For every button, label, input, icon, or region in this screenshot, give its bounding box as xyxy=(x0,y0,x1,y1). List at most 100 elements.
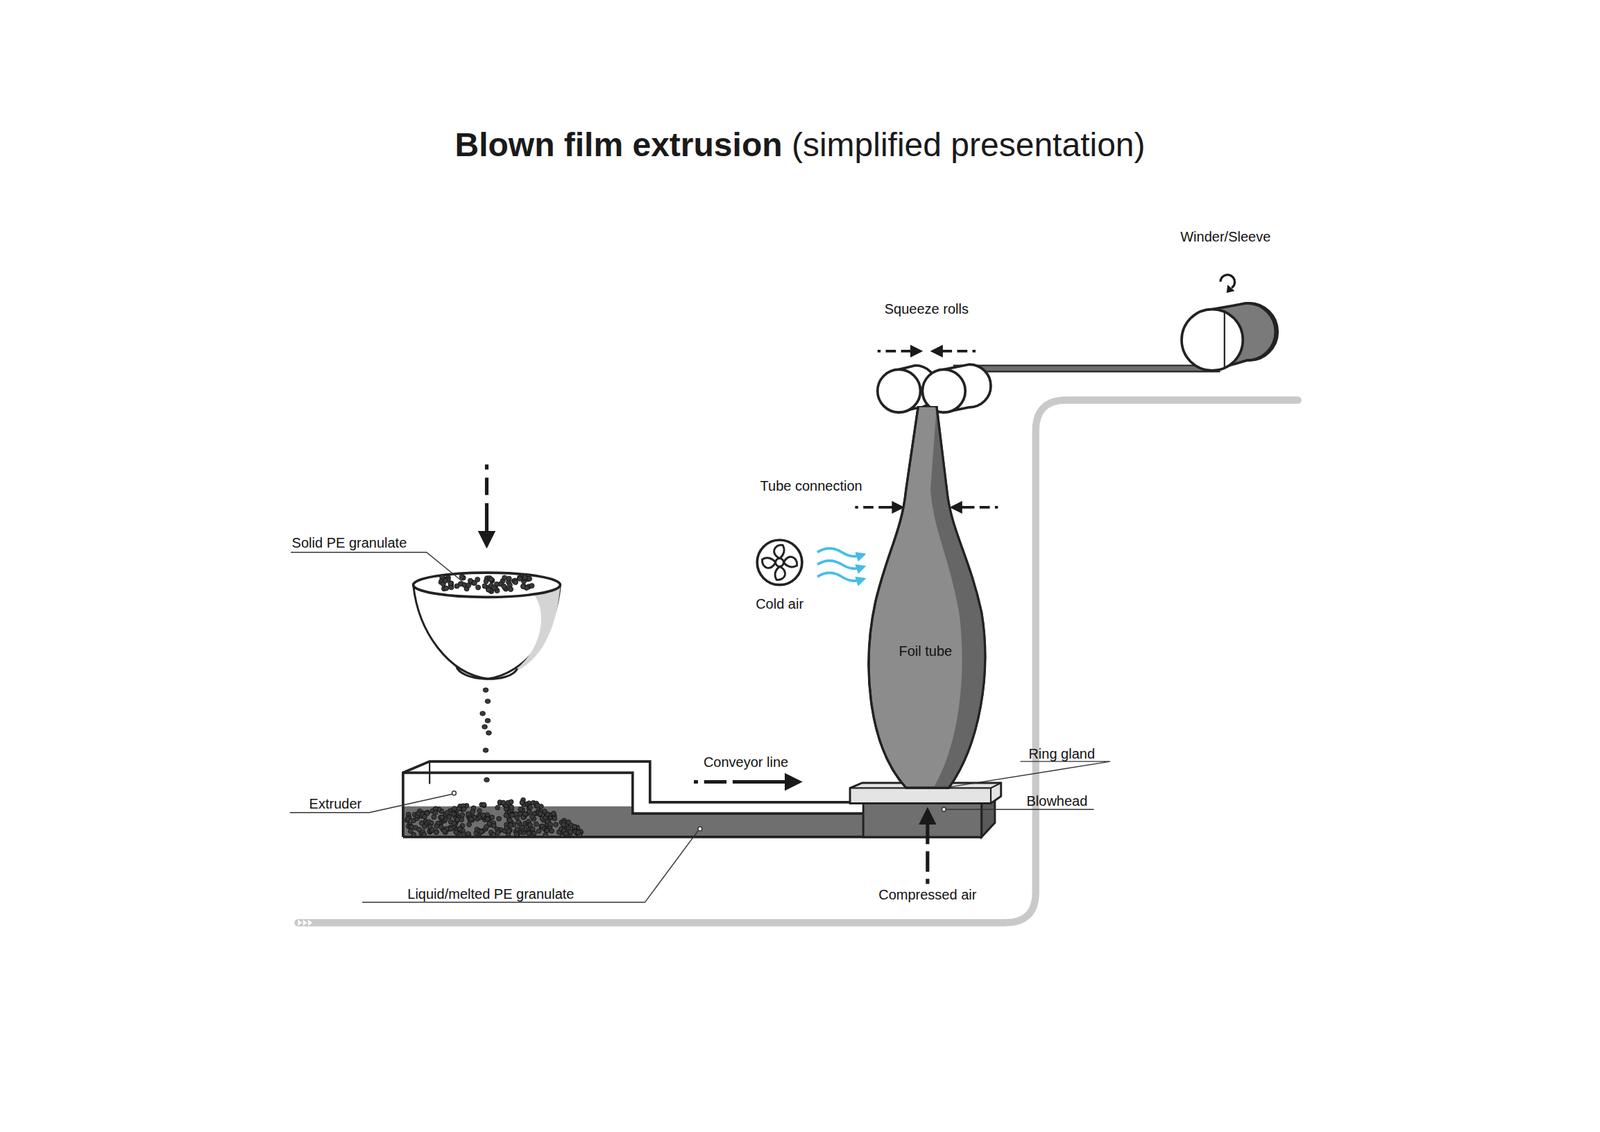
granule xyxy=(522,574,528,580)
granule xyxy=(519,824,525,830)
tube-outline xyxy=(863,405,990,790)
granule xyxy=(444,585,449,591)
fan-symbol xyxy=(756,539,803,585)
granule xyxy=(575,829,581,835)
granule xyxy=(419,820,424,826)
granule xyxy=(528,822,533,828)
feed-arrow xyxy=(484,464,489,545)
granule xyxy=(475,577,481,583)
granule xyxy=(542,809,548,814)
granule xyxy=(484,718,491,723)
granule xyxy=(506,575,512,581)
granule xyxy=(508,822,514,828)
part-label: Squeeze rolls xyxy=(884,301,969,318)
granule xyxy=(533,821,539,827)
granule xyxy=(514,827,520,832)
hopper xyxy=(413,572,561,782)
granule xyxy=(518,806,524,812)
granule xyxy=(496,815,502,821)
granule xyxy=(548,821,553,827)
granule xyxy=(452,806,458,812)
part-label: Liquid/melted PE granulate xyxy=(407,886,574,902)
granule xyxy=(466,582,472,588)
granule xyxy=(534,802,540,808)
part-label: Solid PE granulate xyxy=(292,534,408,551)
granule xyxy=(500,800,506,805)
compressed-air-arrow xyxy=(925,810,930,884)
granule xyxy=(501,583,507,589)
tube-connection-arrow xyxy=(951,505,998,509)
granule xyxy=(480,711,486,716)
granule xyxy=(552,815,558,821)
cold-air-flow xyxy=(817,548,865,581)
squeeze-arrow xyxy=(932,349,976,353)
squeeze-arrow xyxy=(877,349,921,353)
granule xyxy=(466,831,472,837)
granule xyxy=(444,810,450,816)
granule xyxy=(553,822,559,828)
granule xyxy=(460,812,465,818)
granule xyxy=(457,826,463,832)
tube-body xyxy=(868,405,986,788)
granule xyxy=(526,830,532,836)
granule xyxy=(454,583,460,589)
granule xyxy=(502,575,508,581)
granule xyxy=(478,829,484,834)
granule xyxy=(517,575,523,581)
leader-dot xyxy=(452,790,947,831)
granule xyxy=(461,806,467,812)
granule xyxy=(477,808,483,814)
granule xyxy=(561,822,567,828)
part-label: Tube connection xyxy=(760,478,863,495)
granule xyxy=(459,574,465,580)
granule xyxy=(448,826,454,832)
granule xyxy=(427,824,433,830)
granule xyxy=(481,802,487,807)
granule xyxy=(422,813,428,819)
granule xyxy=(482,747,489,753)
rail-arrows xyxy=(297,919,313,926)
granule xyxy=(456,806,462,812)
title: Blown film extrusion xyxy=(454,126,782,164)
granule xyxy=(461,831,467,837)
granule xyxy=(439,814,445,820)
granule xyxy=(486,586,492,592)
granule xyxy=(506,828,512,834)
granule xyxy=(507,818,513,823)
granule xyxy=(508,799,514,805)
granule xyxy=(514,831,519,837)
granule xyxy=(527,575,533,581)
granule xyxy=(506,817,512,823)
granule xyxy=(576,829,582,835)
granule xyxy=(407,828,413,834)
part-label: Blowhead xyxy=(1026,793,1088,810)
film xyxy=(954,365,1220,372)
granule xyxy=(453,829,459,835)
rotation-arrowhead xyxy=(1226,284,1236,293)
heading: Blown film extrusion(simplified presenta… xyxy=(454,124,1145,166)
granule xyxy=(486,730,492,735)
granule xyxy=(551,811,557,816)
granule xyxy=(416,827,422,832)
frame-rail xyxy=(297,400,1298,923)
granule xyxy=(451,811,457,816)
granule xyxy=(405,815,411,821)
granule xyxy=(491,831,497,837)
granule xyxy=(439,574,445,580)
granule xyxy=(432,810,438,816)
granule xyxy=(519,800,525,805)
part-label: Compressed air xyxy=(878,886,977,903)
granule xyxy=(520,583,526,589)
winder xyxy=(1181,303,1278,371)
part-label: Winder/Sleeve xyxy=(1180,228,1271,245)
conveyor-arrow xyxy=(693,779,799,784)
granule xyxy=(441,828,447,834)
granule xyxy=(431,814,437,820)
granule xyxy=(451,820,457,826)
granule xyxy=(491,584,497,590)
granule xyxy=(482,724,488,729)
granule xyxy=(523,811,529,817)
granule xyxy=(495,804,501,810)
subtitle: (simplified presentation) xyxy=(791,126,1146,164)
